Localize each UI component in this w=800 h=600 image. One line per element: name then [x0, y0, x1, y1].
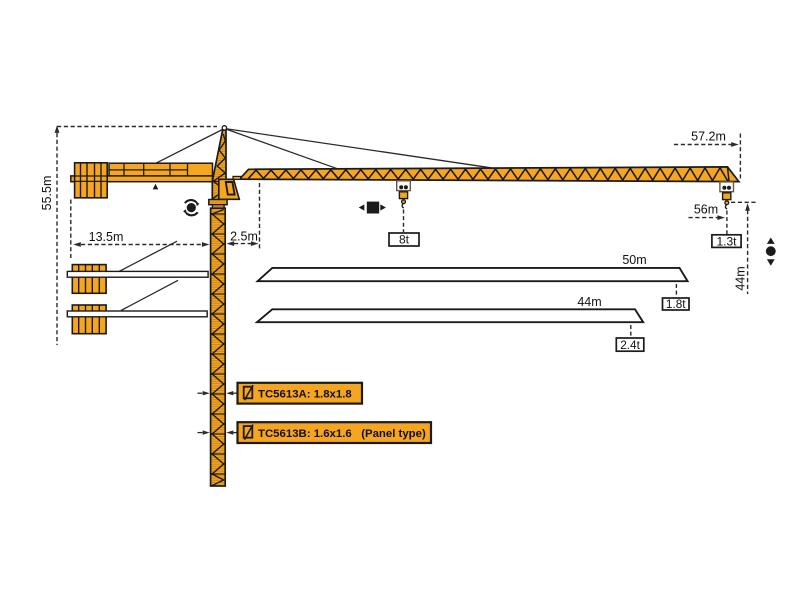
svg-text:55.5m: 55.5m [40, 176, 54, 211]
svg-text:57.2m: 57.2m [691, 130, 726, 144]
svg-text:TC5613A: 1.8x1.8: TC5613A: 1.8x1.8 [258, 389, 352, 401]
svg-text:2.5m: 2.5m [230, 229, 258, 243]
svg-text:TC5613B: 1.6x1.6 (Panel typ: TC5613B: 1.6x1.6 (Panel type) [258, 428, 426, 440]
svg-text:1.8t: 1.8t [666, 297, 686, 311]
svg-text:44m: 44m [577, 295, 601, 309]
svg-text:2.4t: 2.4t [620, 338, 640, 352]
svg-text:8t: 8t [399, 233, 410, 247]
svg-text:56m: 56m [694, 203, 718, 217]
svg-text:13.5m: 13.5m [89, 230, 124, 244]
svg-text:1.3t: 1.3t [716, 234, 737, 248]
svg-text:50m: 50m [622, 253, 646, 267]
svg-text:44m: 44m [733, 266, 747, 290]
